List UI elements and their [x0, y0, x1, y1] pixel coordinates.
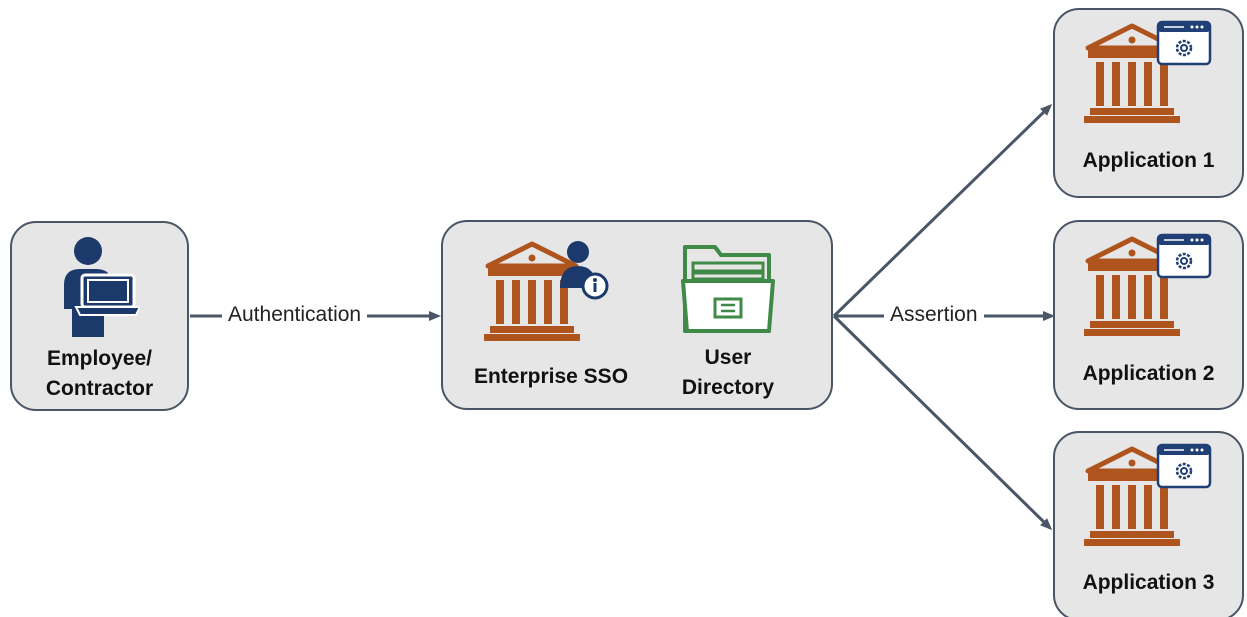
- file-folder-icon: [681, 245, 775, 333]
- employee-label-line1: Employee/: [46, 347, 153, 370]
- institution-user-info-icon: [484, 241, 609, 341]
- application-1-label: Application 1: [1082, 149, 1215, 172]
- assertion-arrow-app1: [832, 103, 1053, 318]
- assertion-label: Assertion: [884, 302, 984, 328]
- directory-label-line1: User: [704, 346, 752, 369]
- employee-label-line2: Contractor: [45, 377, 154, 400]
- application-2-label: Application 2: [1082, 362, 1215, 385]
- person-with-laptop-icon: [64, 237, 140, 337]
- assertion-arrow-app3: [832, 314, 1053, 531]
- application-3-label: Application 3: [1082, 571, 1215, 594]
- sso-label: Enterprise SSO: [473, 365, 629, 388]
- authentication-label: Authentication: [222, 302, 368, 328]
- institution-app-gear-icon: [1084, 443, 1212, 546]
- institution-app-gear-icon: [1084, 20, 1212, 123]
- directory-label-line2: Directory: [681, 376, 775, 399]
- institution-app-gear-icon: [1084, 233, 1212, 336]
